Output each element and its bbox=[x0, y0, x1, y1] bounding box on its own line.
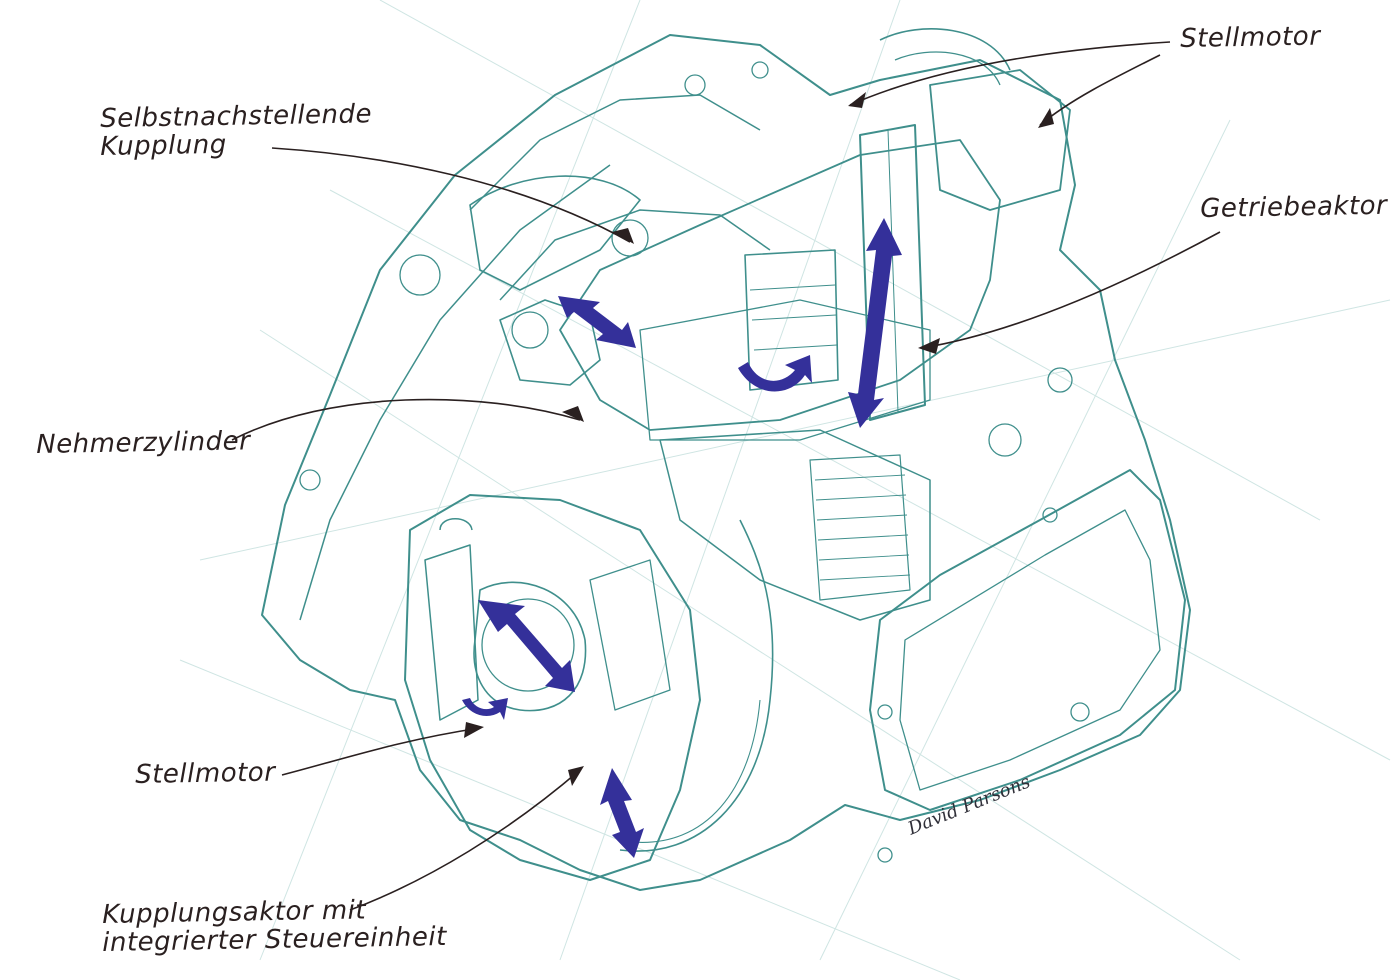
label-kupplungsaktor-line2: integrierter Steuereinheit bbox=[101, 921, 448, 958]
arrowhead bbox=[848, 92, 866, 108]
construction-lines bbox=[179, 0, 1391, 980]
label-kupplung-line1: Selbstnachstellende bbox=[99, 99, 373, 134]
gearbox-housing bbox=[261, 28, 1191, 891]
leader-kupplung bbox=[271, 147, 631, 243]
leader-stellmotor-top-1 bbox=[849, 41, 1171, 106]
leader-arrowheads bbox=[464, 92, 1054, 786]
leader-getriebeaktor bbox=[921, 231, 1221, 349]
arrowhead bbox=[612, 228, 634, 244]
leader-lines bbox=[231, 41, 1221, 911]
leader-stellmotor-top-2 bbox=[1039, 54, 1161, 126]
label-stellmotor-top: Stellmotor bbox=[1179, 21, 1321, 54]
leader-kupplungsaktor bbox=[349, 769, 581, 911]
label-stellmotor-bottom: Stellmotor bbox=[134, 757, 276, 790]
motion-arrows bbox=[462, 218, 902, 858]
arrowhead bbox=[918, 338, 940, 354]
arrowhead bbox=[1038, 108, 1054, 128]
leader-stellmotor-bottom bbox=[281, 727, 481, 776]
label-getriebeaktor: Getriebeaktor bbox=[1199, 190, 1388, 224]
leader-nehmerzylinder bbox=[231, 398, 581, 441]
arrowhead bbox=[464, 722, 484, 738]
label-nehmerzylinder: Nehmerzylinder bbox=[35, 426, 251, 460]
arrowhead bbox=[562, 406, 584, 422]
label-kupplung-line2: Kupplung bbox=[99, 129, 228, 162]
arrowhead bbox=[568, 766, 584, 786]
